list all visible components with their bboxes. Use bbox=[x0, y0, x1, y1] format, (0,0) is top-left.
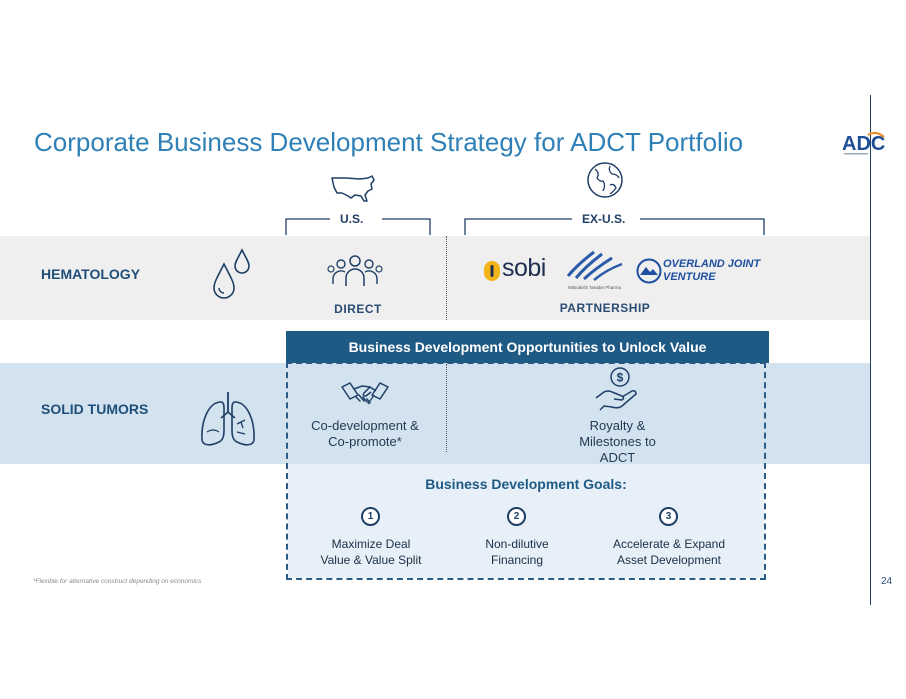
ex-us-bracket-label: EX-U.S. bbox=[582, 212, 626, 226]
royalty-line2: Milestones to bbox=[579, 434, 656, 449]
droplets-icon bbox=[213, 248, 250, 299]
goal-2-line1: Non-dilutive bbox=[485, 537, 549, 551]
overland-line2: VENTURE bbox=[663, 271, 716, 283]
goal-1-number: 1 bbox=[361, 507, 380, 526]
mitsubishi-caption: Mitsubishi Tanabe Pharma bbox=[568, 285, 621, 290]
goal-3-number: 3 bbox=[659, 507, 678, 526]
goal-3-line2: Asset Development bbox=[616, 553, 722, 567]
bd-opportunity-outline bbox=[286, 362, 766, 580]
overland-logo-text: OVERLAND JOINT VENTURE bbox=[663, 258, 760, 284]
usa-map-icon bbox=[331, 175, 375, 202]
page-title: Corporate Business Development Strategy … bbox=[34, 127, 744, 157]
goal-2-text: Non-dilutive Financing bbox=[442, 536, 592, 568]
overland-logo-icon bbox=[636, 258, 662, 284]
royalty-line1: Royalty & bbox=[589, 418, 646, 433]
sobi-logo-text: sobi bbox=[502, 254, 546, 282]
page-number: 24 bbox=[881, 576, 893, 587]
solid-column-divider bbox=[446, 364, 447, 452]
codev-line1: Co-development & bbox=[311, 418, 419, 433]
partnership-label: PARTNERSHIP bbox=[559, 301, 651, 315]
hematology-label: HEMATOLOGY bbox=[41, 266, 141, 282]
direct-label: DIRECT bbox=[334, 302, 382, 316]
codevelopment-text: Co-development & Co-promote* bbox=[296, 418, 434, 450]
svg-text:ADC: ADC bbox=[842, 133, 885, 155]
us-bracket-label: U.S. bbox=[340, 212, 364, 226]
dollar-hand-icon: $ bbox=[595, 367, 637, 411]
goal-1-line1: Maximize Deal bbox=[331, 537, 411, 551]
adc-logo: ADC bbox=[842, 131, 886, 157]
royalty-text: Royalty & Milestones to ADCT bbox=[555, 418, 680, 466]
bd-opportunities-header: Business Development Opportunities to Un… bbox=[286, 331, 769, 363]
goal-1-line2: Value & Value Split bbox=[320, 553, 422, 567]
handshake-icon bbox=[341, 382, 389, 405]
right-divider bbox=[870, 95, 871, 605]
sobi-logo-icon bbox=[484, 261, 500, 281]
goal-2-number: 2 bbox=[507, 507, 526, 526]
mitsubishi-tanabe-logo-icon bbox=[566, 250, 623, 281]
lungs-icon bbox=[201, 392, 255, 446]
adc-logo-icon: ADC bbox=[842, 131, 885, 155]
goal-3-line1: Accelerate & Expand bbox=[612, 537, 726, 551]
codev-line2: Co-promote* bbox=[328, 434, 402, 449]
heme-column-divider bbox=[446, 236, 447, 320]
people-group-icon bbox=[327, 255, 383, 286]
hematology-band bbox=[0, 236, 870, 320]
svg-text:$: $ bbox=[617, 371, 624, 385]
globe-icon bbox=[587, 162, 623, 198]
solid-tumors-band bbox=[0, 363, 870, 464]
goal-1-text: Maximize Deal Value & Value Split bbox=[296, 536, 446, 568]
overland-line1: OVERLAND JOINT bbox=[663, 258, 761, 270]
goal-3-text: Accelerate & Expand Asset Development bbox=[594, 536, 744, 568]
solid-tumors-label: SOLID TUMORS bbox=[41, 401, 149, 417]
footnote: *Flexible for alternative construct depe… bbox=[33, 578, 202, 585]
goal-2-line2: Financing bbox=[490, 553, 544, 567]
royalty-line3: ADCT bbox=[599, 450, 636, 465]
goals-title: Business Development Goals: bbox=[425, 476, 627, 492]
